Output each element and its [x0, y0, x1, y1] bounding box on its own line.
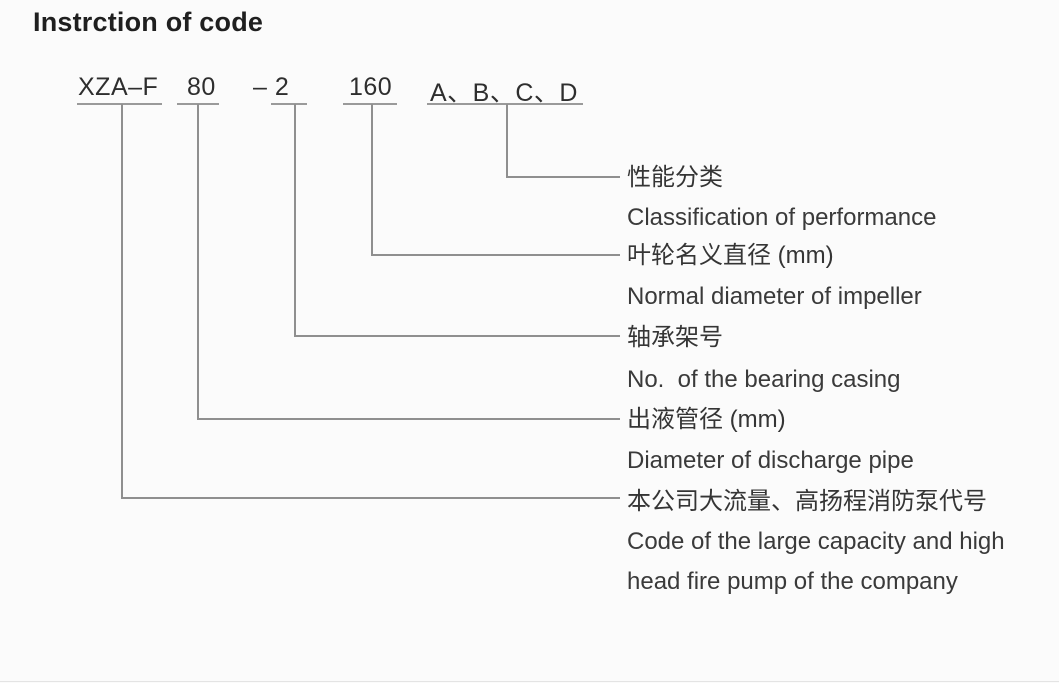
page-title: Instrction of code — [33, 7, 264, 37]
code-segment-bearing-no: – 2 — [253, 73, 290, 101]
connector-performance-horizontal — [506, 176, 620, 178]
connector-discharge-vertical — [197, 104, 199, 420]
underline-company — [77, 103, 162, 105]
code-segment-performance-class: A、B、C、D — [430, 79, 578, 107]
page-bottom-edge — [0, 681, 1059, 682]
label-bearing-en: No. of the bearing casing — [627, 366, 901, 393]
label-impeller-en: Normal diameter of impeller — [627, 283, 922, 310]
connector-company-vertical — [121, 104, 123, 499]
connector-impeller-vertical — [371, 104, 373, 256]
label-discharge-en: Diameter of discharge pipe — [627, 447, 914, 474]
connector-bearing-vertical — [294, 104, 296, 337]
connector-performance-vertical — [506, 104, 508, 178]
label-performance-en: Classification of performance — [627, 204, 937, 231]
label-company-en-line2: head fire pump of the company — [627, 568, 958, 595]
code-segment-impeller-diameter: 160 — [349, 73, 393, 101]
connector-discharge-horizontal — [197, 418, 620, 420]
label-discharge-zh: 出液管径 (mm) — [627, 406, 786, 433]
label-impeller-zh: 叶轮名义直径 (mm) — [627, 242, 834, 269]
code-segment-company: XZA–F — [78, 73, 159, 101]
connector-impeller-horizontal — [371, 254, 620, 256]
underline-bearing-no — [271, 103, 307, 105]
label-company-en-line1: Code of the large capacity and high — [627, 528, 1005, 555]
label-performance-zh: 性能分类 — [627, 164, 723, 191]
underline-impeller-diameter — [343, 103, 397, 105]
label-company-zh: 本公司大流量、高扬程消防泵代号 — [627, 488, 987, 515]
connector-bearing-horizontal — [294, 335, 620, 337]
underline-performance-class — [427, 103, 583, 105]
code-segment-discharge-diameter: 80 — [187, 73, 216, 101]
label-bearing-zh: 轴承架号 — [627, 324, 723, 351]
connector-company-horizontal — [121, 497, 620, 499]
